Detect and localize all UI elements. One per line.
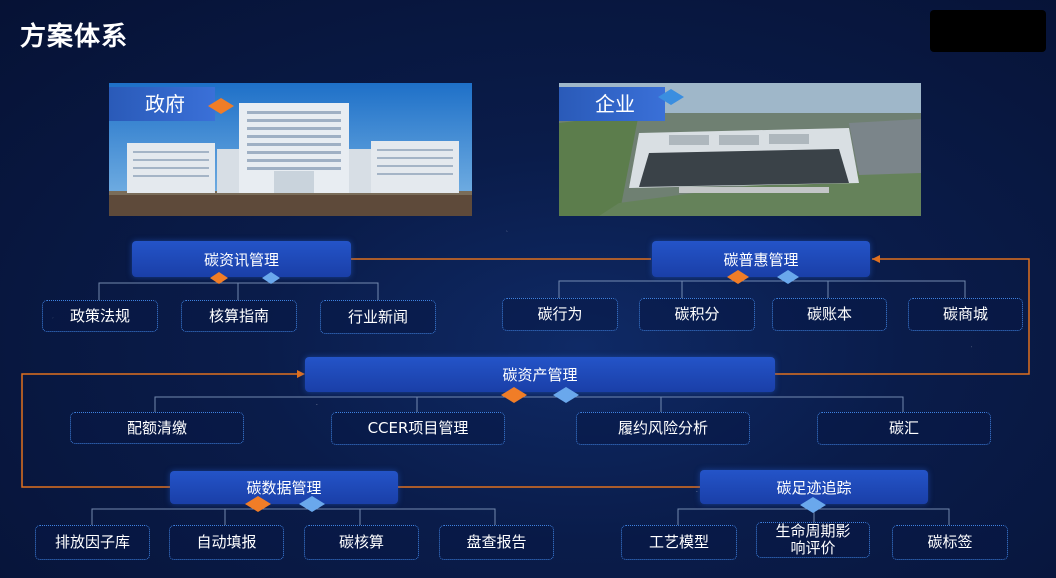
- data-blue-diamond: [299, 496, 325, 512]
- government-building-image: [109, 83, 472, 216]
- info-item-accounting-guide[interactable]: 核算指南: [181, 300, 297, 332]
- enterprise-label: 企业: [559, 87, 665, 121]
- government-label: 政府: [109, 87, 215, 121]
- footprint-item-process-model[interactable]: 工艺模型: [621, 525, 737, 560]
- inclusive-item-mall[interactable]: 碳商城: [908, 298, 1023, 331]
- inclusive-orange-diamond: [727, 270, 749, 284]
- footprint-blue-diamond: [800, 497, 826, 513]
- info-item-policy[interactable]: 政策法规: [42, 300, 158, 332]
- page-title: 方案体系: [20, 22, 129, 52]
- factory-aerial-image: [559, 83, 921, 216]
- info-blue-diamond: [262, 272, 280, 284]
- data-item-emission-factors[interactable]: 排放因子库: [35, 525, 150, 560]
- asset-item-quota[interactable]: 配额清缴: [70, 412, 244, 444]
- inclusive-item-points[interactable]: 碳积分: [639, 298, 755, 331]
- inclusive-blue-diamond: [777, 270, 799, 284]
- footprint-item-lca[interactable]: 生命周期影响评价: [756, 522, 870, 558]
- asset-blue-diamond: [553, 387, 579, 403]
- inclusive-item-behavior[interactable]: 碳行为: [502, 298, 618, 331]
- asset-item-ccer[interactable]: CCER项目管理: [331, 412, 505, 445]
- enterprise-blue-diamond: [658, 89, 684, 105]
- government-photo: 政府: [109, 83, 472, 216]
- footprint-item-label[interactable]: 碳标签: [892, 525, 1008, 560]
- module-carbon-data[interactable]: 碳数据管理: [170, 471, 398, 504]
- module-carbon-asset-label: 碳资产管理: [502, 366, 578, 384]
- asset-item-sink[interactable]: 碳汇: [817, 412, 991, 445]
- asset-orange-diamond: [501, 387, 527, 403]
- module-carbon-info-label: 碳资讯管理: [203, 250, 279, 269]
- logo-redacted: [930, 10, 1046, 52]
- module-carbon-footprint-label: 碳足迹追踪: [776, 478, 852, 497]
- module-carbon-inclusive-label: 碳普惠管理: [723, 250, 799, 269]
- data-item-auto-fill[interactable]: 自动填报: [169, 525, 284, 560]
- module-carbon-inclusive[interactable]: 碳普惠管理: [652, 241, 870, 277]
- info-item-industry-news[interactable]: 行业新闻: [320, 300, 436, 334]
- data-item-inventory-report[interactable]: 盘查报告: [439, 525, 554, 560]
- data-orange-diamond: [245, 496, 271, 512]
- inclusive-item-ledger[interactable]: 碳账本: [772, 298, 887, 331]
- module-carbon-asset[interactable]: 碳资产管理: [305, 357, 775, 392]
- government-orange-diamond: [208, 98, 234, 114]
- module-carbon-info[interactable]: 碳资讯管理: [132, 241, 351, 277]
- asset-item-compliance-risk[interactable]: 履约风险分析: [576, 412, 750, 445]
- module-carbon-data-label: 碳数据管理: [246, 479, 322, 497]
- info-orange-diamond: [210, 272, 228, 284]
- enterprise-photo: 企业: [559, 83, 921, 216]
- data-item-accounting[interactable]: 碳核算: [304, 525, 419, 560]
